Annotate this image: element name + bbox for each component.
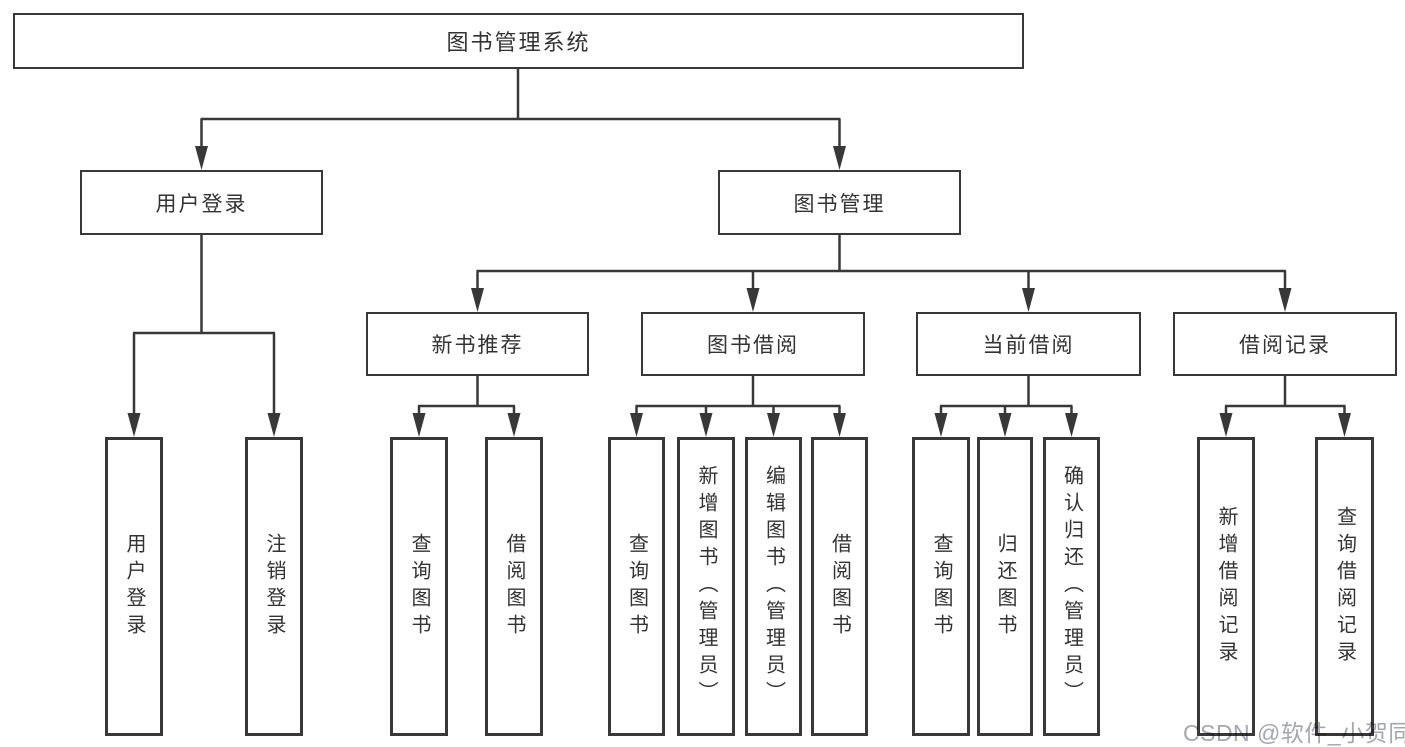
leaf-logout: 注销登录	[245, 437, 303, 736]
leaf-add-books-admin: 新增图书（管理员）	[677, 437, 735, 736]
node-book-borrowing: 图书借阅	[641, 312, 865, 376]
leaf-confirm-return-admin: 确认归还（管理员）	[1043, 437, 1100, 736]
leaf-borrow-books-recommend: 借阅图书	[485, 437, 543, 736]
leaf-edit-books-admin: 编辑图书（管理员）	[745, 437, 802, 736]
leaf-return-books: 归还图书	[977, 437, 1033, 736]
node-new-book-recommend: 新书推荐	[366, 312, 589, 376]
node-current-borrowing: 当前借阅	[916, 312, 1141, 376]
leaf-user-login: 用户登录	[105, 437, 163, 736]
node-borrowing-records: 借阅记录	[1173, 312, 1397, 376]
node-book-management: 图书管理	[718, 170, 961, 235]
leaf-query-borrow-record: 查询借阅记录	[1315, 437, 1374, 736]
node-library-system: 图书管理系统	[13, 13, 1024, 69]
leaf-query-books-current: 查询图书	[912, 437, 970, 736]
node-user-login: 用户登录	[80, 170, 323, 235]
arrowheads	[127, 146, 1351, 437]
leaf-query-books-recommend: 查询图书	[390, 437, 448, 736]
leaf-add-borrow-record: 新增借阅记录	[1197, 437, 1255, 736]
csdn-watermark: CSDN @软件_小贺同学	[1183, 720, 1405, 746]
leaf-query-books-borrow: 查询图书	[608, 437, 665, 736]
leaf-borrow-books: 借阅图书	[811, 437, 868, 736]
